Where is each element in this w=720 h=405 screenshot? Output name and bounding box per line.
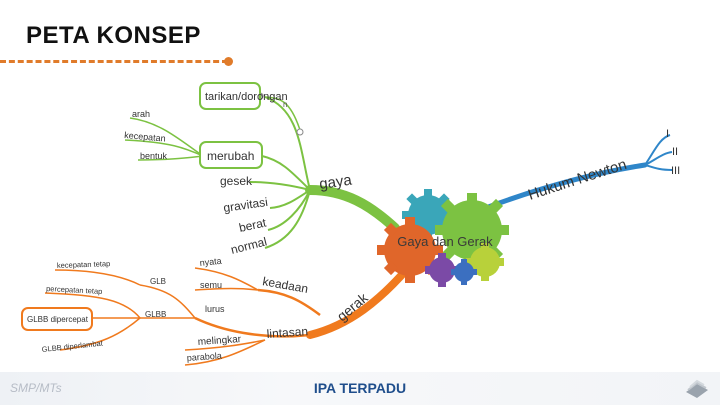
merubah-to-arah-line [129, 117, 204, 157]
gesek-label: gesek [220, 174, 253, 188]
glbb-dipercepat-box [21, 307, 93, 331]
gaya-node-dot [296, 128, 304, 136]
gear-yellow [466, 243, 504, 281]
gaya-branch-line [305, 185, 400, 233]
law-2-label: II [672, 146, 678, 158]
gravitasi-label: gravitasi [222, 195, 268, 215]
gaya-branch-label: gaya [318, 172, 353, 193]
footer-center-text: IPA TERPADU [313, 380, 407, 396]
percepatan-tetap-label: percepatan tetap [46, 284, 103, 296]
arah-label: arah [132, 109, 150, 119]
page-title: PETA KONSEP [26, 22, 201, 49]
melingkar-label: melingkar [197, 334, 242, 348]
lintasan-to-parabola-line [184, 339, 266, 366]
gaya-to-normal-line [264, 189, 311, 249]
footer-bar: SMP/MTs IPA TERPADU [0, 372, 720, 405]
law-2-line [644, 151, 673, 166]
tarikan-label: tarikan/dorongan [205, 91, 288, 103]
gerak-branch-line [306, 264, 412, 339]
tarikan-n-connector [264, 96, 301, 131]
lintasan-to-melingkar-line [184, 339, 266, 351]
gaya-to-tarikan-line [264, 96, 311, 191]
glbb-diperlambat-label: GLBB diperlambat [41, 339, 104, 354]
law-1-label: I [666, 128, 669, 140]
glb-to-kecepatan-tetap-line [54, 269, 141, 286]
gaya-to-gesek-line [249, 181, 311, 191]
gaya-to-berat-line [267, 189, 311, 231]
lurus-label: lurus [205, 304, 225, 314]
mind-map-diagram: n [21, 82, 680, 366]
gear-blue [451, 259, 477, 285]
footer-left-text: SMP/MTs [10, 381, 62, 395]
merubah-label: merubah [207, 149, 254, 163]
title-underline [0, 60, 228, 63]
book-logo-icon [686, 379, 708, 398]
kecepatan-tetap-label: kecepatan tetap [57, 259, 111, 270]
gear-cluster [377, 189, 509, 287]
title-underline-dot [224, 57, 233, 66]
kecepatan-label: kecepatan [124, 130, 166, 144]
keadaan-label: keadaan [261, 274, 309, 296]
lintasan-line [194, 316, 311, 338]
keadaan-to-semu-line [194, 287, 259, 291]
glbb-to-percepatan-tetap-line [44, 292, 141, 319]
nyata-label: nyata [199, 256, 222, 268]
law-1-line [644, 134, 671, 166]
glb-label: GLB [150, 277, 166, 286]
lurus-to-glb-line [139, 284, 196, 319]
bentuk-label: bentuk [140, 151, 168, 161]
merubah-to-bentuk-line [137, 155, 204, 161]
tarikan-note-mark: n [283, 100, 287, 109]
law-3-line [644, 164, 673, 171]
berat-label: berat [238, 215, 268, 235]
hukum-newton-label: Hukum Newton [526, 156, 629, 204]
keadaan-to-nyata-line [194, 267, 259, 291]
normal-label: normal [229, 234, 268, 256]
glbb-dipercepat-label: GLBB dipercepat [27, 315, 89, 324]
lintasan-label: lintasan [266, 324, 308, 341]
merubah-box [199, 141, 263, 169]
gaya-to-gravitasi-line [269, 189, 311, 209]
glbb-to-diperlambat-line [59, 317, 141, 351]
merubah-to-kecepatan-line [124, 139, 204, 157]
glbb-label: GLBB [145, 310, 166, 319]
gerak-to-keadaan-line [257, 288, 321, 317]
tarikan-box [199, 82, 261, 110]
gaya-to-merubah-line [261, 155, 311, 191]
parabola-label: parabola [186, 351, 222, 363]
semu-label: semu [200, 280, 222, 290]
law-3-label: III [671, 165, 680, 177]
center-label: Gaya dan Gerak [397, 234, 493, 249]
